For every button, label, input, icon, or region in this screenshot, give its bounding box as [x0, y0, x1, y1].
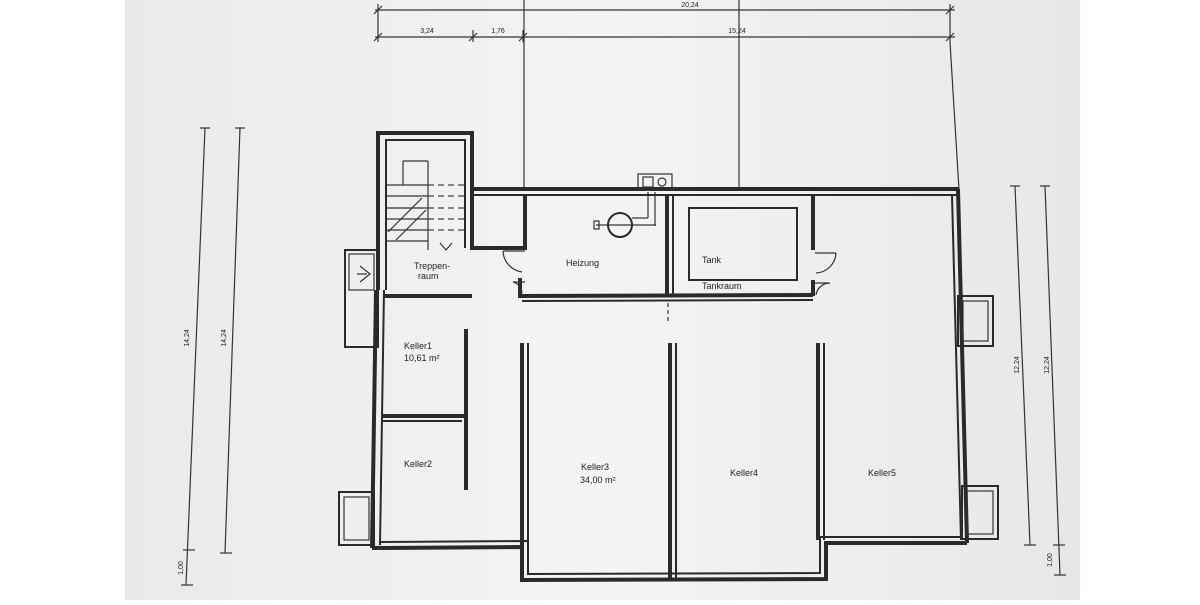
label-tankraum: Tankraum: [702, 281, 742, 291]
chimney: [637, 173, 673, 191]
stair-treads: [386, 160, 465, 251]
doors: [502, 250, 837, 296]
entrance-stair: [344, 249, 379, 348]
label-keller1-area: 10,61 m²: [404, 353, 440, 363]
right-dimension-lines: 12,24 12,24 1,00: [1010, 185, 1066, 576]
label-keller1: Keller1: [404, 341, 432, 351]
dim-right-bottom: 1,00: [1047, 553, 1054, 567]
building-walls: [370, 187, 969, 583]
label-keller3: Keller3: [581, 462, 609, 472]
left-dimension-lines: 14,24 14,24 1,00: [178, 127, 245, 586]
dim-top-seg2: 1,76: [491, 28, 505, 35]
label-keller2: Keller2: [404, 459, 432, 469]
dim-right-inner: 12,24: [1014, 356, 1021, 374]
dim-left-inner: 14,24: [221, 329, 228, 347]
label-treppenraum-line1: Treppen-: [414, 261, 450, 271]
dim-right-outer: 12,24: [1044, 356, 1051, 374]
dim-top-seg3: 15,24: [728, 28, 746, 35]
heating-equipment: [593, 173, 673, 238]
dim-top-seg1: 3,24: [420, 28, 434, 35]
label-keller4: Keller4: [730, 468, 758, 478]
label-tank: Tank: [702, 255, 722, 265]
label-keller5: Keller5: [868, 468, 896, 478]
room-labels: Heizung Tank Tankraum Keller1 10,61 m² K…: [404, 255, 896, 485]
tank-outline: [688, 207, 798, 281]
label-treppenraum-line2: raum: [418, 271, 439, 281]
dim-left-bottom: 1,00: [178, 561, 185, 575]
label-heizung: Heizung: [566, 258, 599, 268]
dim-top-total: 20,24: [681, 2, 699, 9]
dim-left-outer: 14,24: [184, 329, 191, 347]
window-bays: [338, 295, 999, 546]
top-dimension-lines: 20,24 3,24 1,76 15,24: [373, 0, 960, 191]
label-keller3-area: 34,00 m²: [580, 475, 616, 485]
stairwell: Treppen- raum: [376, 131, 525, 290]
